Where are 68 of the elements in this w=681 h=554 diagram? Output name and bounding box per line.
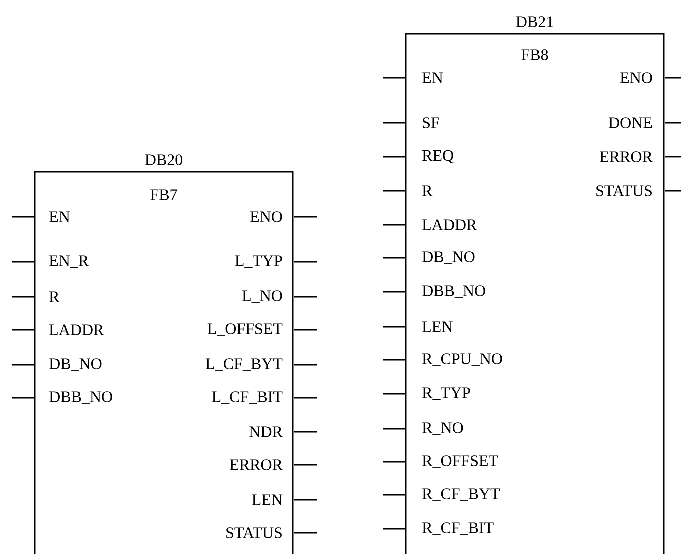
- pin-line: [294, 464, 318, 466]
- pin-line: [383, 224, 406, 226]
- pin-line: [294, 329, 318, 331]
- pin-label: L_OFFSET: [208, 324, 283, 336]
- pin-label: EN: [422, 72, 444, 84]
- pin-label: ERROR: [230, 460, 283, 470]
- pin-line: [12, 261, 35, 263]
- pin-label: EN: [50, 212, 70, 222]
- pin-line: [383, 528, 406, 530]
- pin-line: [12, 329, 35, 331]
- pin-line: [294, 431, 318, 433]
- pin-label: SF: [423, 118, 440, 128]
- pin-label: ERROR: [600, 152, 653, 162]
- pin-line: [665, 77, 681, 79]
- pin-line: [383, 359, 406, 361]
- pin-line: [12, 216, 35, 218]
- pin-label: STATUS: [596, 186, 652, 196]
- pin-label: NDR: [250, 426, 283, 438]
- pin-label: LADDR: [50, 324, 104, 336]
- pin-label: REQ: [422, 150, 454, 164]
- pin-line: [294, 261, 318, 263]
- pin-label: DBB_NO: [422, 286, 486, 298]
- pin-line: [383, 77, 406, 79]
- pin-line: [383, 257, 406, 259]
- pin-label: R_CF_BIT: [422, 522, 494, 536]
- pin-line: [383, 393, 406, 395]
- pin-label: LADDR: [422, 220, 478, 230]
- pin-label: STATUS: [226, 528, 282, 538]
- pin-label: L_CF_BIT: [212, 392, 283, 404]
- pin-label: DBB_NO: [50, 392, 112, 404]
- pin-label: R: [50, 292, 60, 302]
- pin-line: [665, 122, 681, 124]
- pin-label: ENO: [250, 212, 282, 222]
- pin-line: [665, 190, 681, 192]
- pin-label: LEN: [422, 322, 453, 332]
- pin-line: [12, 397, 35, 399]
- pin-line: [383, 428, 406, 430]
- pin-label: ENO: [620, 72, 652, 84]
- pin-line: [294, 296, 318, 298]
- pin-label: L_TYP: [235, 256, 282, 268]
- pin-line: [12, 296, 35, 298]
- pin-label: DB_NO: [50, 358, 102, 372]
- pin-line: [383, 122, 406, 124]
- pin-line: [294, 216, 318, 218]
- pin-label: LEN: [252, 494, 283, 506]
- pin-label: R_NO: [422, 422, 464, 436]
- pin-line: [294, 532, 318, 534]
- pin-label: L_NO: [242, 290, 282, 304]
- pin-line: [12, 364, 35, 366]
- pin-label: R_OFFSET: [422, 456, 498, 468]
- pin-line: [294, 397, 318, 399]
- pin-label: R: [422, 186, 433, 196]
- pin-line: [294, 364, 318, 366]
- pin-label: R_CF_BYT: [422, 488, 500, 502]
- pin-label: DB_NO: [422, 252, 475, 264]
- pin-label: R_TYP: [422, 388, 470, 400]
- pin-line: [383, 291, 406, 293]
- pin-label: EN_R: [50, 256, 90, 268]
- pin-label: L_CF_BYT: [206, 358, 283, 372]
- pin-line: [665, 156, 681, 158]
- pin-line: [383, 326, 406, 328]
- pin-line: [383, 190, 406, 192]
- pin-line: [383, 461, 406, 463]
- pin-line: [383, 494, 406, 496]
- pin-label: R_CPU_NO: [422, 354, 502, 366]
- pin-line: [294, 499, 318, 501]
- pin-line: [383, 156, 406, 158]
- pin-label: DONE: [608, 118, 652, 128]
